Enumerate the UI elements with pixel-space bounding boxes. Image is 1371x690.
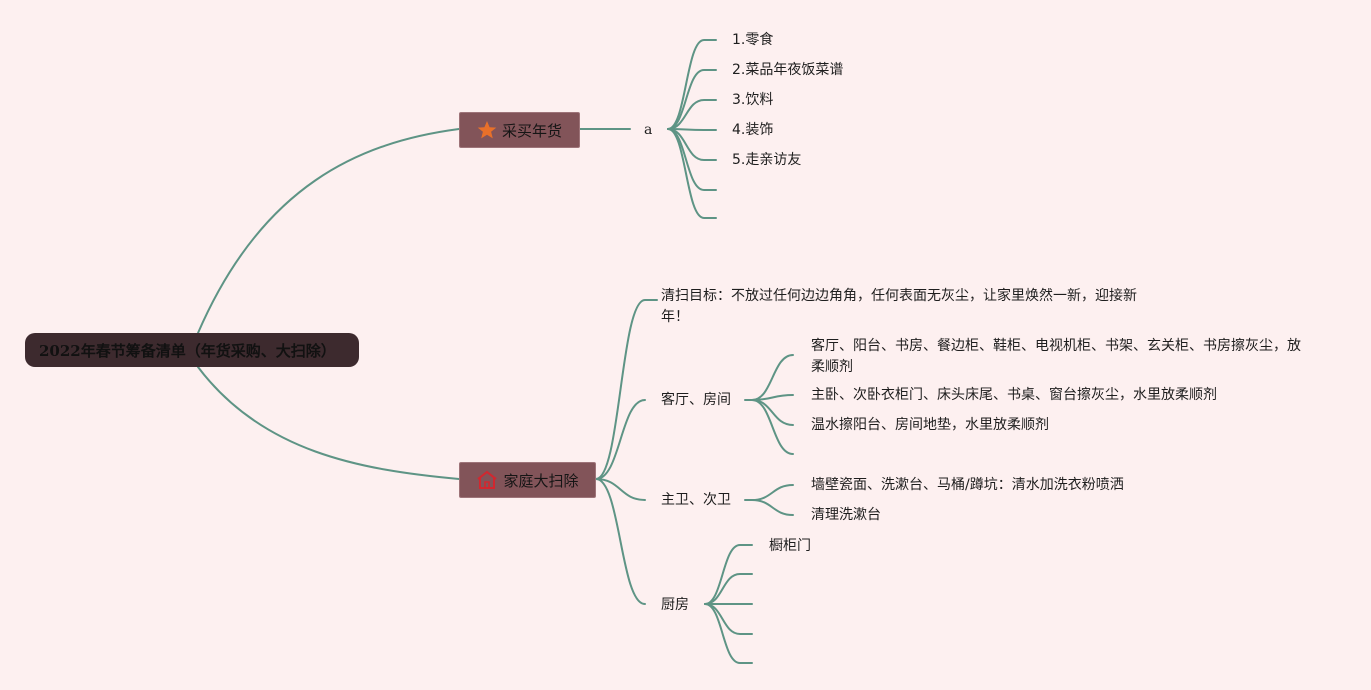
area-living-room[interactable]: 客厅、房间 xyxy=(661,392,731,408)
connector-sub-item xyxy=(667,39,717,130)
connector-sub-item xyxy=(667,69,717,130)
list-item[interactable]: 5.走亲访友 xyxy=(732,152,802,168)
connector-area-item xyxy=(704,544,753,605)
root-node[interactable]: 2022年春节筹备清单（年货采购、大扫除） xyxy=(25,333,359,367)
list-item[interactable]: 橱柜门 xyxy=(769,538,811,554)
branch-cleaning[interactable]: 家庭大扫除 xyxy=(459,462,596,498)
connector-area-item xyxy=(704,573,753,605)
list-item[interactable]: 墙壁瓷面、洗漱台、马桶/蹲坑：清水加洗衣粉喷洒 xyxy=(811,477,1124,493)
list-item[interactable]: 2.菜品年夜饭菜谱 xyxy=(732,62,844,78)
connector-root-shopping xyxy=(197,128,460,334)
list-item[interactable]: 4.装饰 xyxy=(732,122,774,138)
connector-root-cleaning xyxy=(197,366,460,480)
connector-area-item xyxy=(751,499,794,516)
connector-sub-item xyxy=(667,99,717,130)
connector-cleaning-bathroom xyxy=(595,478,646,501)
sub-topic-a[interactable]: a xyxy=(644,122,653,138)
connector-area-item xyxy=(751,399,794,455)
connector-sub-item xyxy=(667,128,717,219)
connector-area-item xyxy=(751,399,794,426)
connector-cleaning-goal xyxy=(595,299,658,480)
star-icon xyxy=(477,120,497,140)
connector-cleaning-livingroom xyxy=(595,399,646,480)
connector-cleaning-kitchen xyxy=(595,478,646,605)
list-item[interactable]: 客厅、阳台、书房、餐边柜、鞋柜、电视机柜、书架、玄关柜、书房擦灰尘，放柔顺剂 xyxy=(811,338,1301,375)
connector-area-item xyxy=(704,603,753,664)
connector-area-item xyxy=(751,484,794,501)
connector-sub-item xyxy=(667,128,717,131)
list-item[interactable]: 1.零食 xyxy=(732,32,774,48)
branch-label: 家庭大扫除 xyxy=(503,471,579,490)
house-icon xyxy=(476,470,498,490)
list-item[interactable]: 温水擦阳台、房间地垫，水里放柔顺剂 xyxy=(811,417,1049,433)
branch-label: 采买年货 xyxy=(501,121,562,140)
list-item[interactable]: 主卧、次卧衣柜门、床头床尾、书桌、窗台擦灰尘，水里放柔顺剂 xyxy=(811,387,1217,403)
connector-area-item xyxy=(751,354,794,401)
area-bathroom[interactable]: 主卫、次卫 xyxy=(661,492,731,508)
area-kitchen[interactable]: 厨房 xyxy=(661,597,689,613)
list-item[interactable]: 3.饮料 xyxy=(732,92,774,108)
root-label: 2022年春节筹备清单（年货采购、大扫除） xyxy=(39,341,336,360)
branch-shopping[interactable]: 采买年货 xyxy=(459,112,580,148)
list-item[interactable]: 清理洗漱台 xyxy=(811,507,881,523)
cleaning-goal[interactable]: 清扫目标：不放过任何边边角角，任何表面无灰尘，让家里焕然一新，迎接新年！ xyxy=(661,288,1137,325)
